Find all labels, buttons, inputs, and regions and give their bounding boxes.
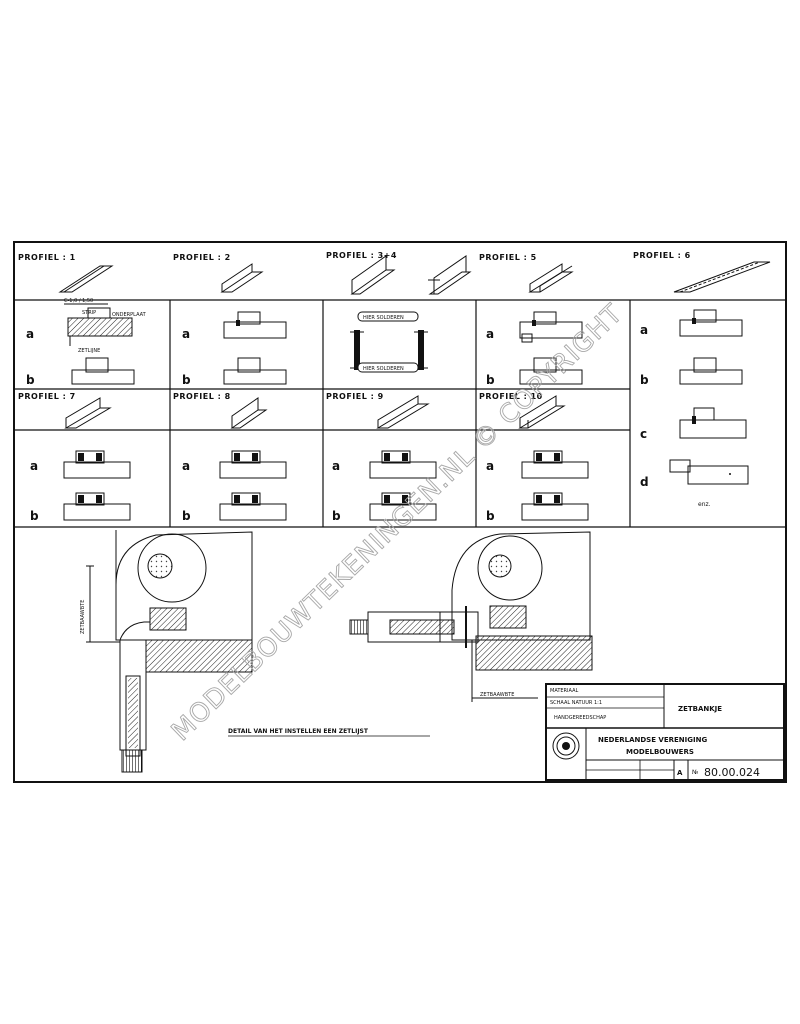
profile-1-variant-b: b [26, 357, 135, 387]
profile-label-5: PROFIEL : 5 [479, 253, 537, 262]
variant-letter: b [486, 509, 495, 523]
detail-caption: DETAIL VAN HET INSTELLEN EEN ZETLIJST [228, 728, 369, 735]
profile-label-6: PROFIEL : 6 [633, 251, 691, 260]
profile-7-variants: a b [30, 450, 131, 523]
profile-grid [14, 299, 786, 528]
callout-zetlijne: ZETLIJNE [78, 348, 100, 354]
profile-label-8: PROFIEL : 8 [173, 392, 231, 401]
variant-letter: b [26, 373, 35, 387]
profile-sketch-2 [220, 263, 264, 293]
profile-6-variants: a b c d enz. [640, 309, 749, 508]
variant-letter: a [182, 327, 190, 341]
profile-sketch-5 [528, 263, 574, 293]
profile-label-7: PROFIEL : 7 [18, 392, 76, 401]
profile-label-1: PROFIEL : 1 [18, 253, 76, 262]
org-seal-logo [552, 732, 580, 760]
drawing-title: ZETBANKJE [678, 705, 722, 713]
assembly-detail-left: ZETBAAWBTE [80, 530, 253, 773]
callout-strip: STRIP [82, 310, 96, 316]
profile-sketch-10 [518, 395, 566, 429]
variant-letter: a [486, 327, 494, 341]
variant-letter: b [30, 509, 39, 523]
variant-letter: b [182, 509, 191, 523]
variant-letter: a [332, 459, 340, 473]
drawing-frame [13, 241, 787, 783]
variant-letter: b [182, 373, 191, 387]
variant-letter: a [30, 459, 38, 473]
profile-sketch-9 [376, 395, 430, 429]
profile-sketch-1 [58, 265, 114, 293]
profile-1-variant-a: a C-1,0 / 1,50 STRIP ONDERPLAAT ZETLIJNE [26, 298, 147, 354]
profile-sketch-7 [64, 397, 112, 429]
dimension-label-left: ZETBAAWBTE [80, 600, 86, 634]
callout-thickness: C-1,0 / 1,50 [64, 298, 93, 304]
profile-label-10: PROFIEL : 10 [479, 392, 543, 401]
variant-letter: b [640, 373, 649, 387]
profile-10-variants: a b [486, 450, 589, 523]
profile-sketch-8 [230, 397, 268, 429]
profile-5-variant-a: a [486, 311, 583, 343]
profile-3-4-solder-detail: HIER SOLDEREN HIER SOLDEREN [350, 311, 428, 373]
detail-caption-group: DETAIL VAN HET INSTELLEN EEN ZETLIJST [228, 728, 430, 737]
profile-label-3-4: PROFIEL : 3+4 [326, 251, 397, 260]
variant-letter: c [640, 427, 647, 441]
variant-letter: a [182, 459, 190, 473]
profile-label-2: PROFIEL : 2 [173, 253, 231, 262]
title-block-scale: SCHAAL NATUUR 1:1 [550, 700, 602, 706]
profile-2-variant-b: b [182, 357, 287, 387]
drawing-number-prefix: № [692, 769, 698, 776]
organization-name-line-1: NEDERLANDSE VERENIGING [598, 736, 707, 744]
organization-name-line-2: MODELBOUWERS [626, 748, 694, 756]
variant-letter: a [640, 323, 648, 337]
callout-solder-top: HIER SOLDEREN [363, 315, 404, 321]
profile-sketch-3-4 [350, 255, 472, 295]
profile-label-9: PROFIEL : 9 [326, 392, 384, 401]
title-block: MATERIAAL SCHAAL NATUUR 1:1 HANDGEREEDSC… [545, 683, 785, 781]
profile-9-variants: a b [332, 450, 437, 523]
variant-letter: b [486, 373, 495, 387]
profile-5-variant-b: b [486, 357, 583, 387]
assembly-detail-right: ZETBAAWBTE [349, 531, 593, 702]
variant-letter: b [332, 509, 341, 523]
title-block-material-header: MATERIAAL [550, 688, 578, 694]
callout-solder-bottom: HIER SOLDEREN [363, 366, 404, 372]
profile-8-variants: a b [182, 450, 287, 523]
title-block-field: HANDGEREEDSCHAP [554, 715, 606, 721]
variant-letter: a [26, 327, 34, 341]
variant-letter: a [486, 459, 494, 473]
sheet-size: A [677, 769, 683, 777]
variant-letter: d [640, 475, 649, 489]
profile-2-variant-a: a [182, 311, 287, 341]
callout-onderplaat: ONDERPLAAT [112, 312, 147, 318]
profile-6-note: enz. [698, 501, 711, 508]
profile-sketch-6 [673, 261, 771, 293]
drawing-number: 80.00.024 [704, 766, 760, 779]
profile-labels: PROFIEL : 1 PROFIEL : 2 PROFIEL : 3+4 PR… [18, 251, 691, 401]
dimension-label-right: ZETBAAWBTE [480, 692, 514, 698]
